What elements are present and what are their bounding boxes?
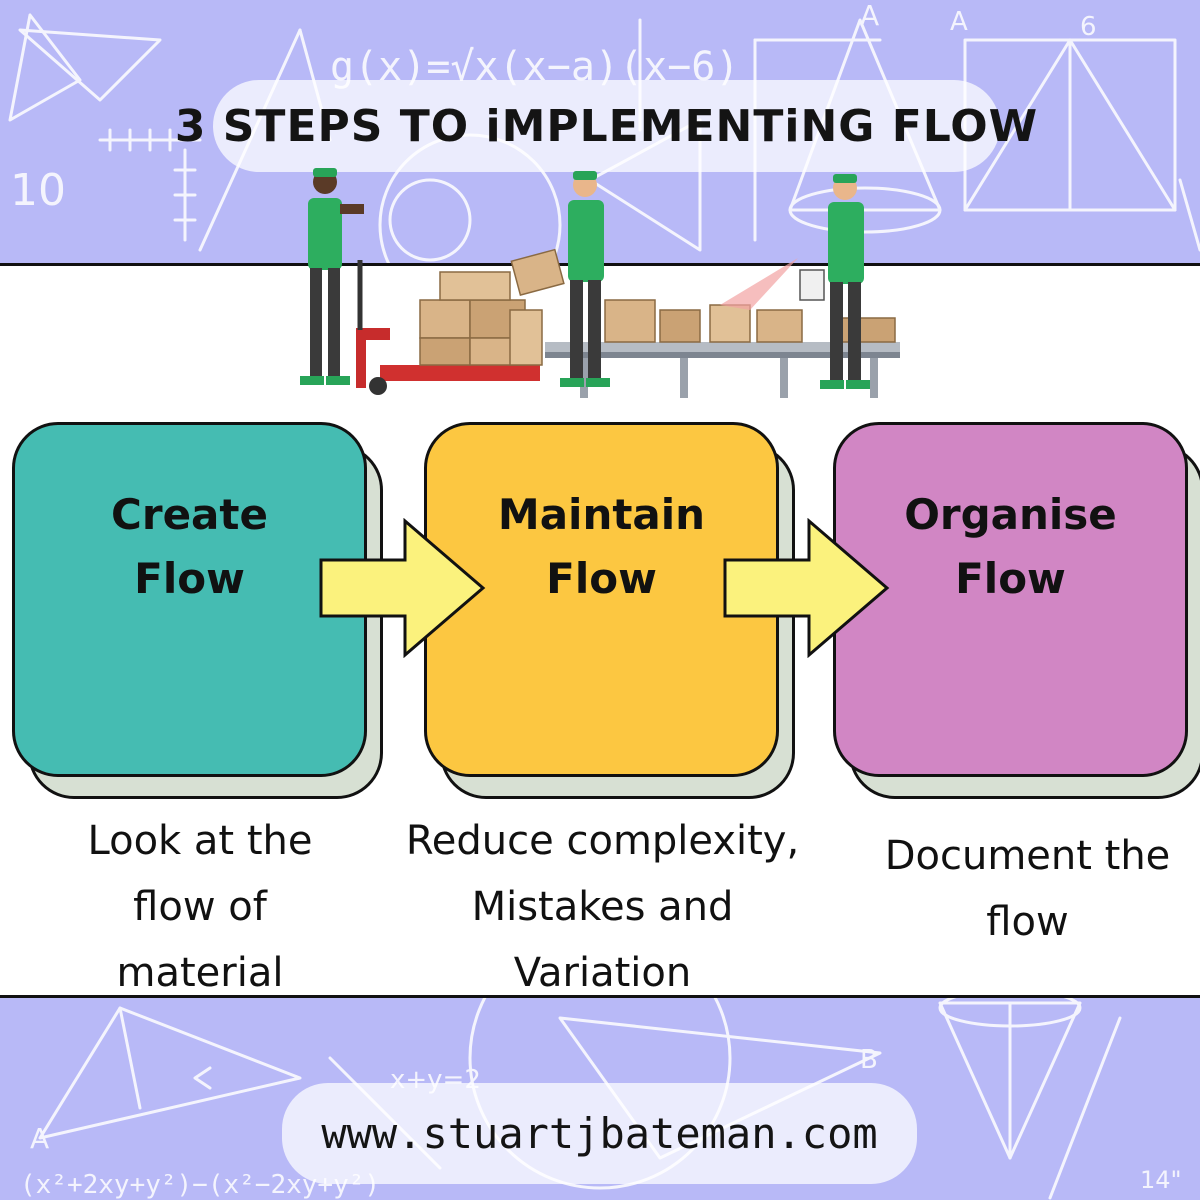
page-title: 3 STEPS TO iMPLEMENTiNG FLOW <box>174 100 1039 152</box>
arrow-right-icon <box>319 518 486 658</box>
warehouse-workers-illustration-icon <box>300 168 900 398</box>
svg-text:A: A <box>860 0 879 32</box>
website-url[interactable]: www.stuartjbateman.com <box>321 1109 878 1158</box>
svg-text:A: A <box>950 7 968 37</box>
svg-text:B: B <box>860 1045 878 1075</box>
svg-text:14": 14" <box>1140 1166 1182 1194</box>
arrow-right-icon <box>723 518 890 658</box>
website-banner: www.stuartjbateman.com <box>282 1083 917 1184</box>
svg-text:6: 6 <box>1080 12 1097 42</box>
svg-text:A: A <box>30 1122 49 1155</box>
title-banner: 3 STEPS TO iMPLEMENTiNG FLOW <box>175 80 1037 172</box>
svg-text:10: 10 <box>10 165 66 216</box>
